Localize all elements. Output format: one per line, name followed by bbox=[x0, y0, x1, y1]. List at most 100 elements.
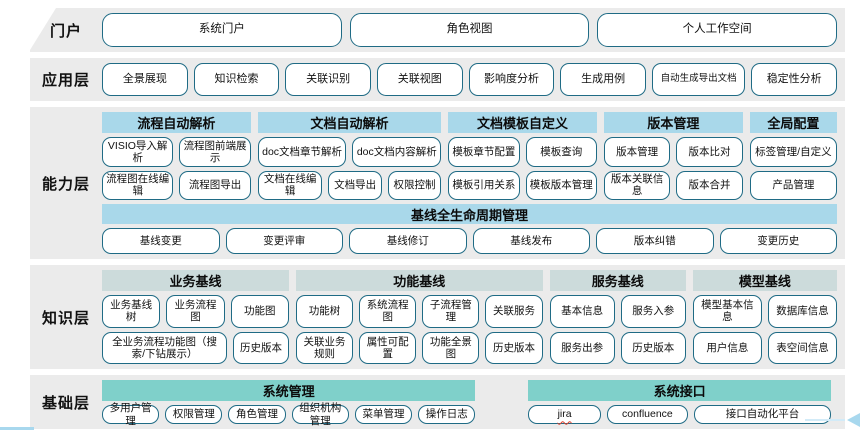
node-row: 文档在线编辑文档导出权限控制 bbox=[257, 170, 442, 200]
diagram-node: 子流程管理 bbox=[422, 295, 480, 328]
diagram-node: 历史版本 bbox=[485, 331, 543, 364]
group-header: 服务基线 bbox=[549, 270, 686, 291]
diagram-node: 多用户管理 bbox=[102, 402, 160, 427]
diagram-node: 自动生成导出文档 bbox=[651, 63, 746, 96]
diagram-node: 用户信息 bbox=[692, 331, 762, 364]
diagram-node: 功能树 bbox=[295, 295, 354, 328]
node-row: 全业务流程功能图（搜索/下钻展示）历史版本 bbox=[102, 331, 289, 364]
layer-band-app: 应用层全景展现知识检索关联识别关联视图影响度分析生成用例自动生成导出文档稳定性分… bbox=[30, 58, 845, 101]
diagram-node: 权限控制 bbox=[387, 170, 442, 200]
diagram-node: 历史版本 bbox=[620, 331, 686, 364]
group-rows: 多用户管理权限管理角色管理组织机构管理菜单管理操作日志 bbox=[102, 402, 476, 427]
node-row: 基线变更变更评审基线修订基线发布版本纠错变更历史 bbox=[102, 228, 837, 254]
diagram-node: 组织机构管理 bbox=[291, 402, 349, 427]
diagram-node: 功能图 bbox=[230, 295, 289, 328]
diagram-node: 稳定性分析 bbox=[751, 63, 838, 96]
diagram-node: 属性可配置 bbox=[359, 331, 417, 364]
bottom-right-accent-line bbox=[805, 419, 845, 421]
group-row: 业务基线业务基线树业务流程图功能图全业务流程功能图（搜索/下钻展示）历史版本功能… bbox=[102, 270, 837, 364]
diagram-node: 表空间信息 bbox=[767, 331, 837, 364]
diagram-node: 版本比对 bbox=[676, 137, 743, 167]
diagram-node: 模板章节配置 bbox=[448, 137, 520, 167]
group-rows: 模型基本信息数据库信息用户信息表空间信息 bbox=[692, 295, 837, 364]
diagram-node: 版本关联信息 bbox=[603, 170, 671, 200]
diagram-node: 个人工作空间 bbox=[597, 13, 838, 47]
layer-band-portal: 门户系统门户角色视图个人工作空间 bbox=[30, 8, 845, 52]
layer-label-capability: 能力层 bbox=[41, 175, 90, 193]
diagram-node: 历史版本 bbox=[233, 331, 289, 364]
diagram-node: 角色管理 bbox=[228, 405, 286, 424]
diagram-node: 服务出参 bbox=[549, 331, 615, 364]
group-header: 流程自动解析 bbox=[102, 112, 251, 133]
group-rows: 业务基线树业务流程图功能图全业务流程功能图（搜索/下钻展示）历史版本 bbox=[102, 295, 289, 364]
diagram-node: 业务基线树 bbox=[102, 295, 161, 328]
diagram-node: 基线修订 bbox=[349, 228, 467, 254]
node-row: VISIO导入解析流程图前端展示 bbox=[102, 137, 251, 167]
node-group: 全局配置标签管理/自定义产品管理 bbox=[749, 112, 837, 200]
diagram-node: 全业务流程功能图（搜索/下钻展示） bbox=[102, 331, 228, 364]
diagram-node: confluence bbox=[606, 405, 688, 424]
diagram-node: 全景展现 bbox=[102, 63, 188, 96]
node-group: 服务基线基本信息服务入参服务出参历史版本 bbox=[549, 270, 686, 364]
layer-label-foundation: 基础层 bbox=[41, 394, 90, 412]
layer-content: 业务基线业务基线树业务流程图功能图全业务流程功能图（搜索/下钻展示）历史版本功能… bbox=[102, 270, 837, 364]
node-group: 模型基线模型基本信息数据库信息用户信息表空间信息 bbox=[692, 270, 837, 364]
node-group: 版本管理版本管理版本比对版本关联信息版本合并 bbox=[603, 112, 743, 200]
node-row: 模板引用关系模板版本管理 bbox=[448, 170, 597, 200]
diagram-node: 业务流程图 bbox=[166, 295, 225, 328]
node-row: 业务基线树业务流程图功能图 bbox=[102, 295, 289, 328]
diagram-node: 菜单管理 bbox=[354, 405, 413, 424]
diagram-node: 权限管理 bbox=[165, 405, 223, 424]
group-header: 功能基线 bbox=[295, 270, 543, 291]
diagram-node: 产品管理 bbox=[749, 170, 837, 200]
node-row: 功能树系统流程图子流程管理关联服务 bbox=[295, 295, 543, 328]
diagram-node: doc文档章节解析 bbox=[257, 137, 347, 167]
node-row: 用户信息表空间信息 bbox=[692, 331, 837, 364]
diagram-node: 变更评审 bbox=[225, 228, 343, 254]
node-row: 版本关联信息版本合并 bbox=[603, 170, 743, 200]
layer-band-knowledge: 知识层业务基线业务基线树业务流程图功能图全业务流程功能图（搜索/下钻展示）历史版… bbox=[30, 265, 845, 369]
diagram-node: 操作日志 bbox=[418, 405, 476, 424]
diagram-node: 版本管理 bbox=[603, 137, 671, 167]
diagram-node: 模板引用关系 bbox=[448, 170, 520, 200]
diagram-node: 基线变更 bbox=[102, 228, 220, 254]
diagram-node: doc文档内容解析 bbox=[352, 137, 442, 167]
group-header: 系统管理 bbox=[102, 380, 476, 401]
layer-label-app: 应用层 bbox=[41, 72, 90, 89]
node-row: 标签管理/自定义 bbox=[749, 137, 837, 167]
node-row: 基本信息服务入参 bbox=[549, 295, 686, 328]
layer-stack: 门户系统门户角色视图个人工作空间应用层全景展现知识检索关联识别关联视图影响度分析… bbox=[30, 8, 845, 429]
node-row: 模型基本信息数据库信息 bbox=[692, 295, 837, 328]
diagram-node: 服务入参 bbox=[620, 295, 686, 328]
diagram-node: 文档在线编辑 bbox=[257, 170, 323, 200]
diagram-node: 生成用例 bbox=[560, 63, 646, 96]
node-row: 多用户管理权限管理角色管理组织机构管理菜单管理操作日志 bbox=[102, 402, 476, 427]
diagram-node: 流程图在线编辑 bbox=[102, 170, 174, 200]
node-row: 系统门户角色视图个人工作空间 bbox=[102, 13, 838, 47]
diagram-node: 版本纠错 bbox=[596, 228, 714, 254]
diagram-node: 关联服务 bbox=[485, 295, 543, 328]
group-rows: 模板章节配置模板查询模板引用关系模板版本管理 bbox=[448, 137, 597, 200]
diagram-node: 系统流程图 bbox=[359, 295, 417, 328]
diagram-node: 关联视图 bbox=[376, 63, 463, 96]
group-rows: 标签管理/自定义产品管理 bbox=[749, 137, 837, 200]
diagram-node: 基线发布 bbox=[472, 228, 590, 254]
diagram-node: jira bbox=[528, 405, 601, 424]
diagram-node: 标签管理/自定义 bbox=[749, 137, 837, 167]
diagram-node: 模板查询 bbox=[525, 137, 597, 167]
diagram-node: 版本合并 bbox=[676, 170, 743, 200]
diagram-node: 流程图前端展示 bbox=[179, 137, 251, 167]
group-header: 版本管理 bbox=[603, 112, 743, 133]
diagram-node: 模型基本信息 bbox=[692, 295, 762, 328]
bottom-left-accent-line bbox=[0, 427, 34, 430]
diagram-node: 基本信息 bbox=[549, 295, 615, 328]
